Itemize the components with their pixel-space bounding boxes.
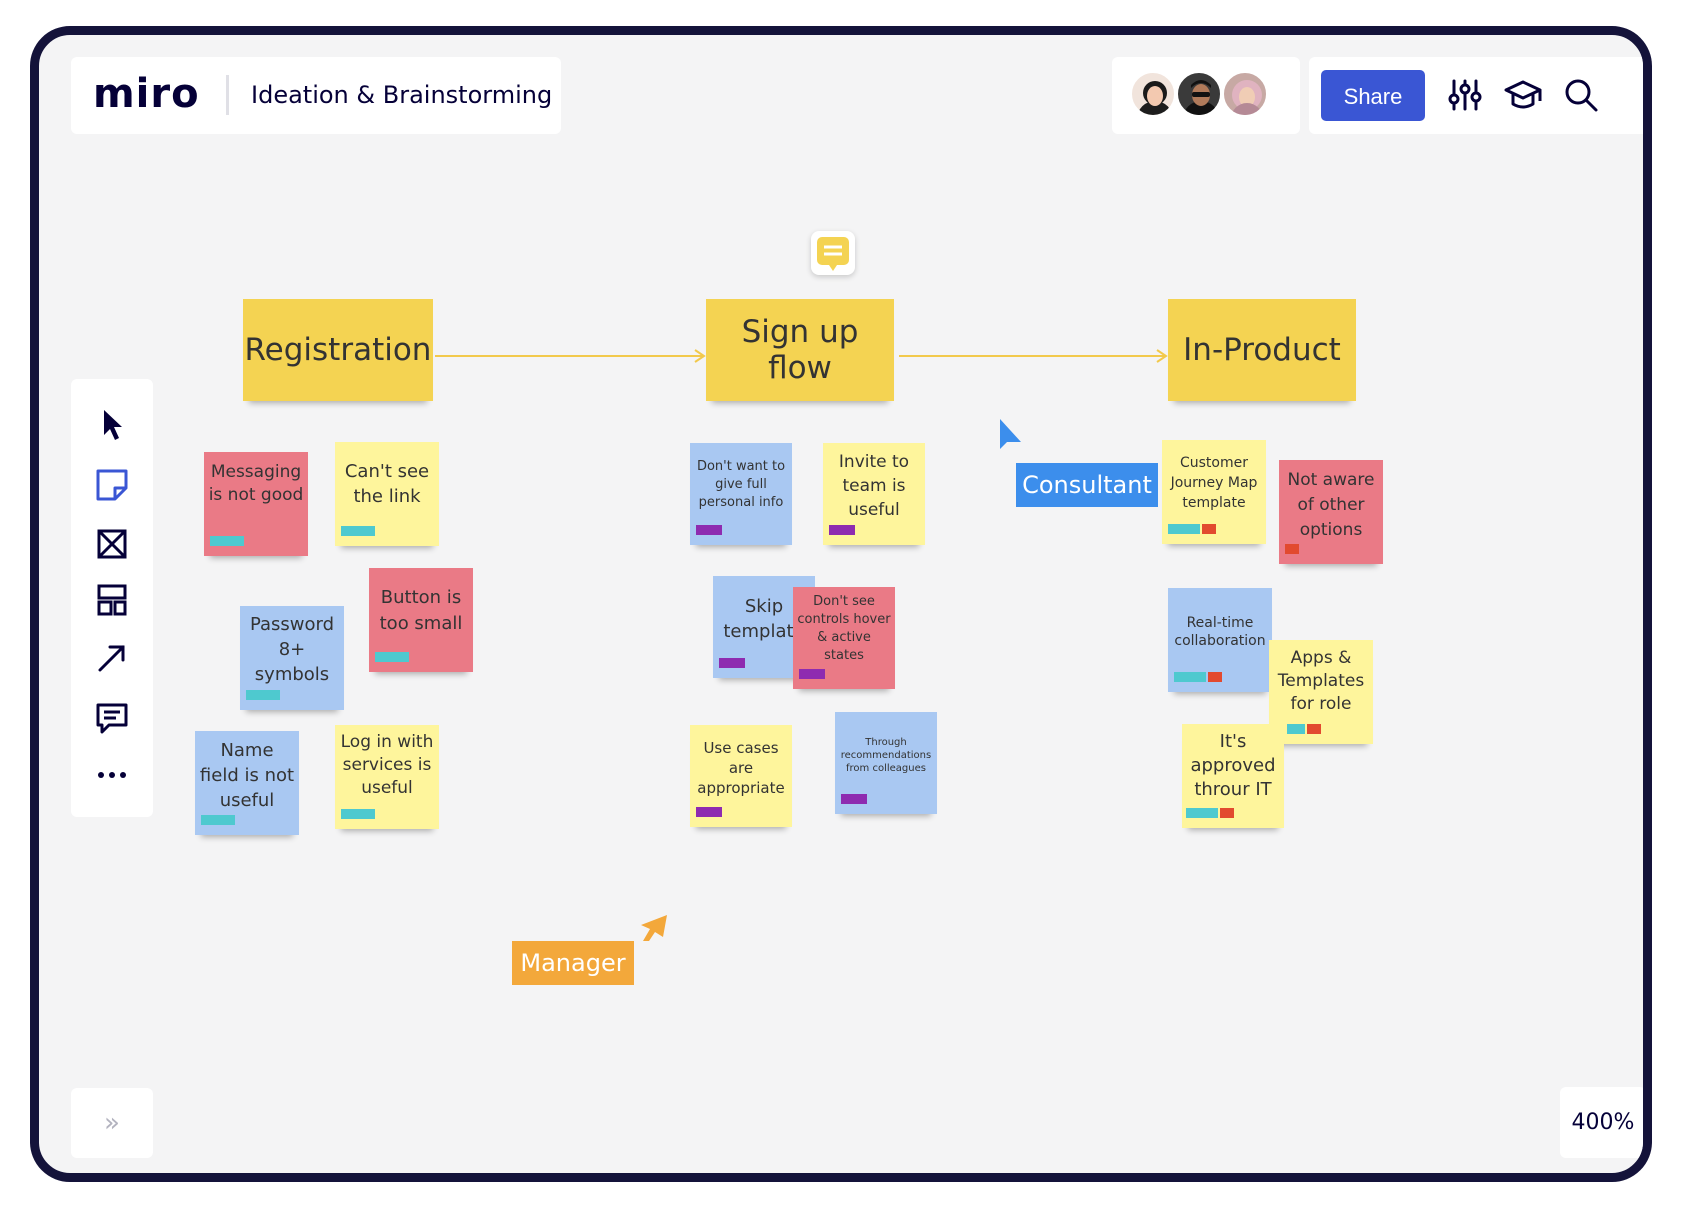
tag-purple <box>799 669 825 679</box>
left-toolbar <box>71 379 153 817</box>
manager-cursor-icon <box>637 913 671 947</box>
cursor-label-consultant: Consultant <box>1016 463 1158 507</box>
sticky-note[interactable]: Name field is not useful <box>195 731 299 835</box>
tag-red <box>1220 808 1234 818</box>
sticky-note[interactable]: Through recommendations from colleagues <box>835 712 937 814</box>
top-toolbar: Share <box>1309 57 1643 134</box>
tag-red <box>1307 724 1321 734</box>
note-text: Button is too small <box>379 587 463 634</box>
avatar[interactable] <box>1176 71 1222 117</box>
tag-purple <box>696 807 722 817</box>
settings-sliders-icon[interactable] <box>1445 75 1485 115</box>
sticky-note[interactable]: Messaging is not good <box>204 452 308 556</box>
note-text: Log in with services is useful <box>340 732 434 798</box>
zoom-level[interactable]: 400% <box>1560 1087 1643 1158</box>
column-header-in-product[interactable]: In-Product <box>1168 299 1356 401</box>
sticky-note[interactable]: Log in with services is useful <box>335 725 439 829</box>
note-text: It's approved throur IT <box>1190 731 1276 800</box>
note-text: Invite to team is useful <box>838 452 910 520</box>
sticky-note[interactable]: Don't want to give full personal info <box>690 443 792 545</box>
search-icon[interactable] <box>1561 75 1601 115</box>
note-text: Apps & Templates for role <box>1277 648 1365 714</box>
miro-logo[interactable]: miro <box>93 71 200 117</box>
tag-purple <box>841 794 867 804</box>
frame-icon[interactable] <box>90 522 134 566</box>
cursor-label-manager: Manager <box>512 941 634 985</box>
comment-bubble[interactable] <box>811 231 855 275</box>
note-text: Messaging is not good <box>208 462 304 505</box>
column-title: In-Product <box>1183 332 1341 368</box>
note-text: Customer Journey Map template <box>1170 455 1258 511</box>
tag-teal <box>341 526 375 536</box>
board-header: miro Ideation & Brainstorming <box>71 57 561 134</box>
select-cursor-icon[interactable] <box>90 403 134 447</box>
tag-red <box>1202 524 1216 534</box>
sticky-note[interactable]: Real-time collaboration <box>1168 588 1272 692</box>
avatar[interactable] <box>1130 71 1176 117</box>
note-text: Use cases are appropriate <box>697 739 785 797</box>
arrow-line-icon[interactable] <box>90 636 134 680</box>
tag-purple <box>829 525 855 535</box>
note-text: Name field is not useful <box>199 740 295 811</box>
note-text: Password 8+ symbols <box>249 614 335 685</box>
share-button[interactable]: Share <box>1321 70 1425 121</box>
tag-teal <box>1168 524 1200 534</box>
note-text: Don't see controls hover & active states <box>797 594 891 663</box>
note-text: Through recommendations from colleagues <box>840 737 932 774</box>
more-icon[interactable] <box>90 753 134 797</box>
template-icon[interactable] <box>90 578 134 622</box>
tag-red <box>1208 672 1222 682</box>
column-title: Registration <box>244 332 432 368</box>
board-title[interactable]: Ideation & Brainstorming <box>251 81 553 109</box>
sticky-note[interactable]: Don't see controls hover & active states <box>793 587 895 689</box>
sticky-note[interactable]: Apps & Templates for role <box>1269 640 1373 744</box>
note-text: Don't want to give full personal info <box>696 459 786 510</box>
sticky-note[interactable]: It's approved throur IT <box>1182 724 1284 828</box>
tag-teal <box>1186 808 1218 818</box>
sticky-note[interactable]: Customer Journey Map template <box>1162 440 1266 544</box>
consultant-cursor-icon <box>997 417 1025 461</box>
header-divider <box>226 75 229 115</box>
tag-purple <box>719 658 745 668</box>
note-text: Can't see the link <box>344 461 430 507</box>
tag-teal <box>375 652 409 662</box>
tag-teal <box>1287 724 1305 734</box>
column-header-signup-flow[interactable]: Sign up flow <box>706 299 894 401</box>
board-canvas[interactable]: miro Ideation & Brainstorming Share <box>30 26 1652 1182</box>
tag-teal <box>210 536 244 546</box>
expand-panel-button[interactable]: » <box>71 1088 153 1158</box>
sticky-note[interactable]: Not aware of other options <box>1279 460 1383 564</box>
learn-cap-icon[interactable] <box>1503 75 1543 115</box>
avatar[interactable] <box>1222 71 1268 117</box>
note-text: Real-time collaboration <box>1174 615 1266 649</box>
tag-purple <box>696 525 722 535</box>
connector-lines <box>435 349 1168 363</box>
sticky-note[interactable]: Button is too small <box>369 568 473 672</box>
comment-icon[interactable] <box>90 696 134 740</box>
tag-teal <box>246 690 280 700</box>
sticky-note[interactable]: Can't see the link <box>335 442 439 546</box>
tag-teal <box>1174 672 1206 682</box>
sticky-note[interactable]: Use cases are appropriate <box>690 725 792 827</box>
sticky-note[interactable]: Invite to team is useful <box>823 443 925 545</box>
collaborators-panel <box>1112 57 1300 134</box>
note-text: Skip template <box>723 596 805 642</box>
tag-red <box>1285 544 1299 554</box>
sticky-note-icon[interactable] <box>90 463 134 507</box>
sticky-note[interactable]: Password 8+ symbols <box>240 606 344 710</box>
tag-teal <box>201 815 235 825</box>
note-text: Not aware of other options <box>1287 470 1375 540</box>
column-header-registration[interactable]: Registration <box>243 299 433 401</box>
tag-teal <box>341 809 375 819</box>
column-title: Sign up flow <box>741 314 859 386</box>
